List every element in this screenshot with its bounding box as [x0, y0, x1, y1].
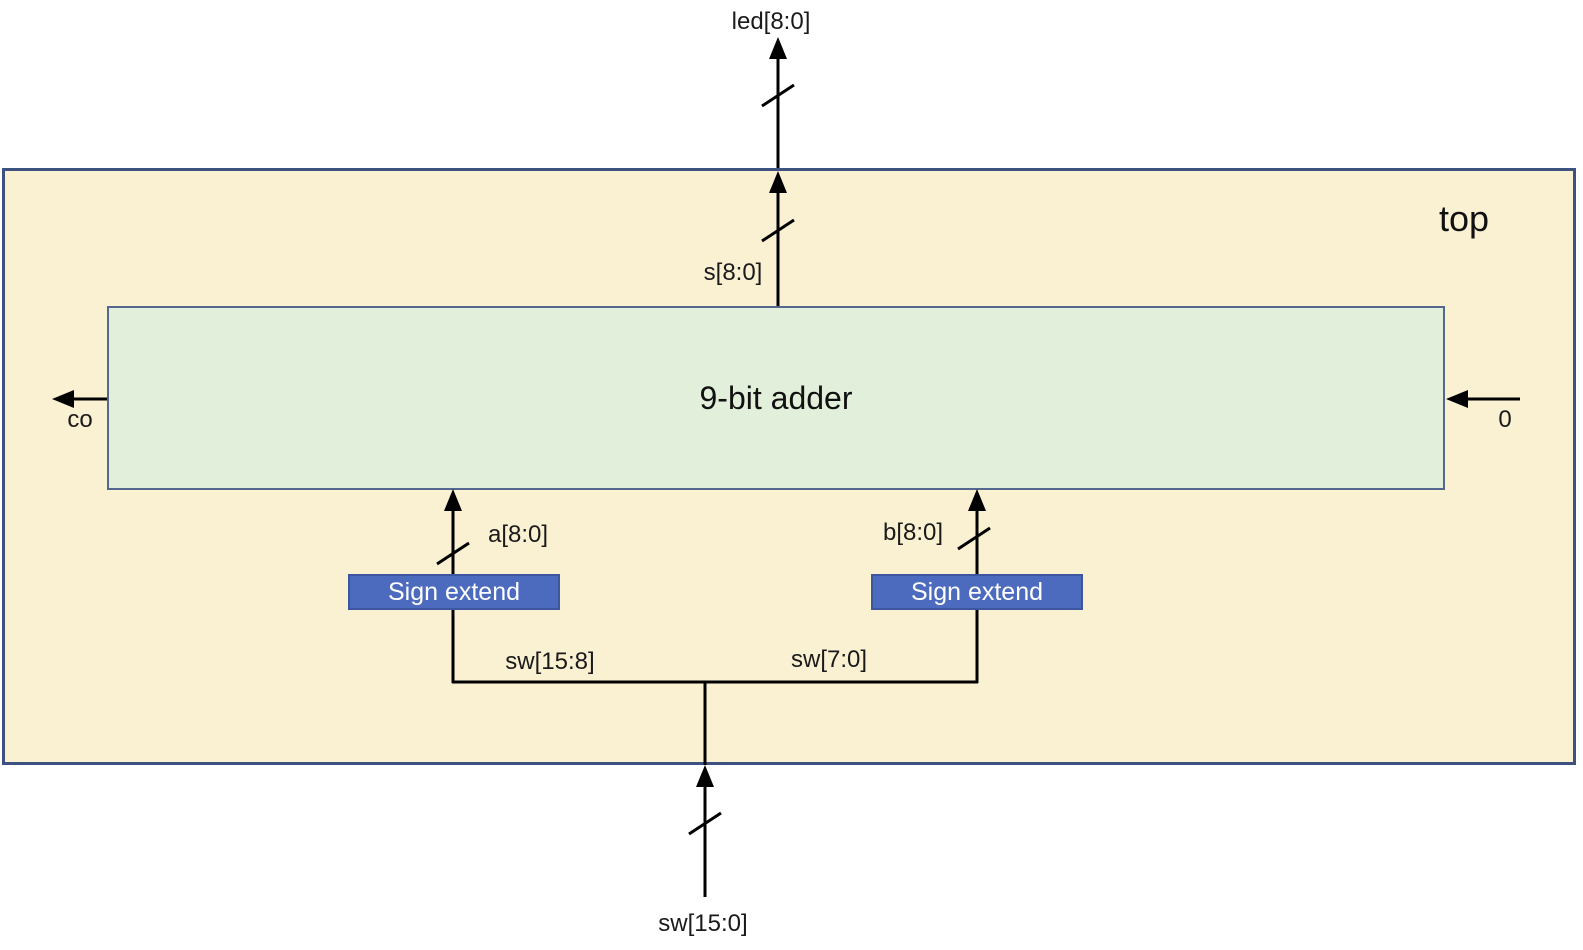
label-led: led[8:0]: [731, 8, 811, 35]
label-co: co: [67, 406, 93, 433]
label-sw-low: sw[7:0]: [790, 646, 868, 673]
label-carry-in: 0: [1498, 406, 1512, 433]
sign-extend-right-block: Sign extend: [871, 574, 1083, 610]
sign-extend-left-block: Sign extend: [348, 574, 560, 610]
bus-slash-sw: [688, 811, 722, 836]
sign-extend-left-label: Sign extend: [387, 577, 521, 606]
sign-extend-right-label: Sign extend: [910, 577, 1044, 606]
label-a: a[8:0]: [487, 521, 549, 548]
arrowhead-sw: [696, 765, 714, 787]
label-b: b[8:0]: [882, 519, 944, 546]
arrowhead-led: [769, 37, 787, 59]
bus-slash-led: [761, 83, 795, 108]
label-sw-high: sw[15:8]: [505, 648, 595, 675]
adder-label: 9-bit adder: [699, 379, 853, 416]
label-sw: sw[15:0]: [658, 910, 748, 937]
adder-block: 9-bit adder: [107, 306, 1445, 490]
module-title: top: [1438, 198, 1490, 239]
label-s: s[8:0]: [703, 259, 763, 286]
